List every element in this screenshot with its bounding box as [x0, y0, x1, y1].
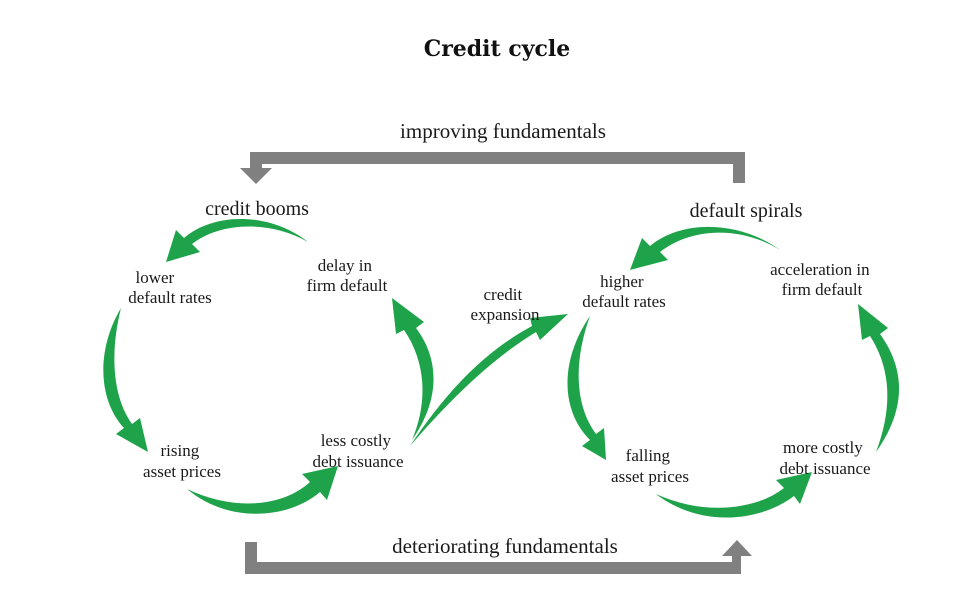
arrow-delay-to-lower-default: [166, 218, 308, 262]
credit-expansion-label: credit expansion: [471, 285, 540, 324]
arrow-more-costly-to-acceleration: [858, 304, 900, 452]
arrow-credit-expansion: [410, 314, 568, 446]
node-delay-firm-default: delay in firm default: [307, 256, 388, 295]
deteriorating-fundamentals-label: deteriorating fundamentals: [392, 534, 618, 558]
default-spirals-heading: default spirals: [690, 200, 803, 222]
deteriorating-fundamentals-arrow: [245, 540, 752, 574]
node-more-costly-debt: more costly debt issuance: [779, 438, 870, 478]
arrow-lower-default-to-rising-prices: [103, 308, 148, 452]
node-acceleration-firm-default: acceleration in firm default: [770, 260, 874, 299]
improving-fundamentals-label: improving fundamentals: [400, 119, 606, 143]
arrow-acceleration-to-higher-default: [630, 226, 780, 270]
node-rising-asset-prices: rising asset prices: [143, 441, 221, 481]
node-falling-asset-prices: falling asset prices: [611, 446, 689, 486]
diagram-title: Credit cycle: [424, 36, 571, 62]
arrow-less-costly-to-delay: [392, 298, 434, 440]
credit-booms-heading: credit booms: [205, 198, 309, 220]
node-lower-default-rates: lower default rates: [128, 268, 212, 307]
node-higher-default-rates: higher default rates: [582, 272, 666, 311]
left-cycle-arrows: [103, 218, 434, 514]
node-less-costly-debt: less costly debt issuance: [312, 431, 403, 471]
arrow-higher-default-to-falling-prices: [567, 316, 606, 460]
improving-fundamentals-arrow: [240, 152, 745, 184]
right-cycle-arrows: [567, 226, 900, 518]
arrow-falling-prices-to-more-costly: [656, 472, 812, 518]
arrow-rising-prices-to-less-costly: [187, 466, 338, 514]
